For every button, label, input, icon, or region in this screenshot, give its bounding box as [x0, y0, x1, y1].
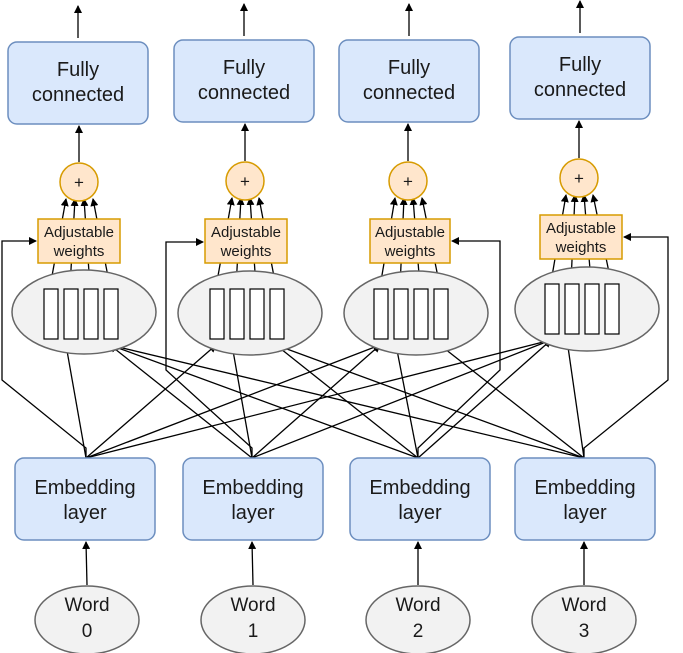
adjustable-weights-box: [204, 218, 288, 264]
sum-node: [388, 161, 428, 201]
hidden-state-bar: [393, 288, 409, 340]
adjustable-weights-label: weights: [555, 239, 607, 256]
fully-connected-label: connected: [363, 82, 455, 104]
word-node: [531, 585, 637, 653]
embedding-layer-label: Embedding: [202, 477, 303, 499]
embedding-to-weights-arrow: [583, 233, 669, 458]
embedding-layer-label: layer: [398, 502, 442, 524]
adjustable-weights-box: [37, 218, 121, 264]
hidden-state-bar: [433, 288, 449, 340]
hidden-state-bar: [544, 283, 560, 335]
embedding-to-bar-arrow: [275, 343, 585, 459]
adjustable-weights-label: weights: [53, 243, 105, 260]
fully-connected-label: Fully: [559, 54, 601, 76]
adjustable-weights-box: [369, 218, 451, 264]
sum-symbol: +: [403, 172, 413, 191]
sum-node: [559, 158, 599, 198]
adjustable-weights-label: weights: [220, 243, 272, 260]
embedding-to-weights-arrow: [165, 238, 253, 458]
embedding-layer-label: Embedding: [34, 477, 135, 499]
adjustable-weights-label: Adjustable: [546, 220, 616, 237]
column-0: Adjustable weights + Fully connectedEmbeddin…: [7, 41, 157, 653]
column-3: Adjustable weights + Fully connectedEmbeddin…: [509, 36, 660, 653]
word-node: [34, 585, 140, 653]
sum-node: [225, 161, 265, 201]
hidden-state-bar: [373, 288, 389, 340]
hidden-state-bar: [564, 283, 580, 335]
word-label: Word: [561, 595, 606, 616]
embedding-to-bar-arrow: [251, 344, 381, 459]
fully-connected-label: Fully: [388, 57, 430, 79]
column-1: Adjustable weights + Fully connectedEmbeddin…: [173, 39, 324, 653]
embedding-to-bar-arrow: [393, 344, 419, 459]
embedding-layer-label: layer: [63, 502, 107, 524]
hidden-state-bar: [43, 288, 59, 340]
word-node: [200, 585, 306, 653]
embedding-to-weights-arrow: [417, 237, 501, 458]
embedding-layer-label: Embedding: [369, 477, 470, 499]
word-index: 3: [579, 621, 590, 642]
fully-connected-box: [338, 39, 480, 123]
embedding-to-bar-arrow: [109, 344, 253, 459]
fully-connected-label: connected: [198, 82, 290, 104]
fully-connected-box: [509, 36, 651, 120]
fully-connected-box: [173, 39, 315, 123]
embedding-to-bar-arrow: [417, 339, 552, 459]
word-label: Word: [64, 595, 109, 616]
embedding-layer-box: [14, 457, 156, 541]
embedding-layer-label: layer: [563, 502, 607, 524]
fully-connected-label: Fully: [57, 59, 99, 81]
word-node: [365, 585, 471, 653]
adjustable-weights-box: [539, 214, 623, 260]
hidden-state-bar: [249, 288, 265, 340]
embedding-to-bar-arrow: [85, 343, 381, 459]
embedding-layer-box: [349, 457, 491, 541]
embedding-layer-box: [182, 457, 324, 541]
word-index: 2: [413, 621, 424, 642]
sum-symbol: +: [574, 169, 584, 188]
embedding-to-bar-arrow: [85, 344, 217, 459]
nodes: Adjustable weights + Fully connectedEmbeddin…: [7, 36, 660, 653]
word-index: 0: [82, 621, 93, 642]
fully-connected-label: connected: [534, 79, 626, 101]
embedding-to-bar-arrow: [63, 344, 87, 459]
embedding-to-bar-arrow: [229, 344, 253, 459]
embedding-layer-label: layer: [231, 502, 275, 524]
embedding-layer-box: [514, 457, 656, 541]
word-label: Word: [230, 595, 275, 616]
embedding-to-bar-arrow: [251, 338, 552, 459]
hidden-state-bar: [63, 288, 79, 340]
embedding-to-bar-arrow: [439, 344, 585, 459]
word-label: Word: [395, 595, 440, 616]
adjustable-weights-label: Adjustable: [44, 224, 114, 241]
sum-symbol: +: [74, 173, 84, 192]
embedding-to-bar-arrow: [564, 339, 585, 459]
fully-connected-label: connected: [32, 84, 124, 106]
embedding-to-weights-arrow: [1, 237, 87, 458]
fully-connected-box: [7, 41, 149, 125]
hidden-state-bar: [229, 288, 245, 340]
word-to-embedding-arrow: [82, 541, 91, 586]
embedding-to-bar-arrow: [109, 342, 585, 459]
adjustable-weights-label: weights: [384, 243, 436, 260]
adjustable-weights-label: Adjustable: [211, 224, 281, 241]
adjustable-weights-label: Adjustable: [375, 224, 445, 241]
word-index: 1: [248, 621, 259, 642]
embedding-layer-label: Embedding: [534, 477, 635, 499]
sum-symbol: +: [240, 172, 250, 191]
column-2: Adjustable weights + Fully connectedEmbeddin…: [338, 39, 491, 653]
word-to-embedding-arrow: [248, 541, 257, 586]
embedding-to-bar-arrow: [109, 343, 419, 459]
fully-connected-label: Fully: [223, 57, 265, 79]
hidden-state-bar: [584, 283, 600, 335]
hidden-state-bar: [269, 288, 285, 340]
hidden-state-bar: [209, 288, 225, 340]
hidden-state-bar: [413, 288, 429, 340]
hidden-state-bar: [83, 288, 99, 340]
hidden-state-bar: [604, 283, 620, 335]
hidden-state-bar: [103, 288, 119, 340]
sum-node: [59, 162, 99, 202]
